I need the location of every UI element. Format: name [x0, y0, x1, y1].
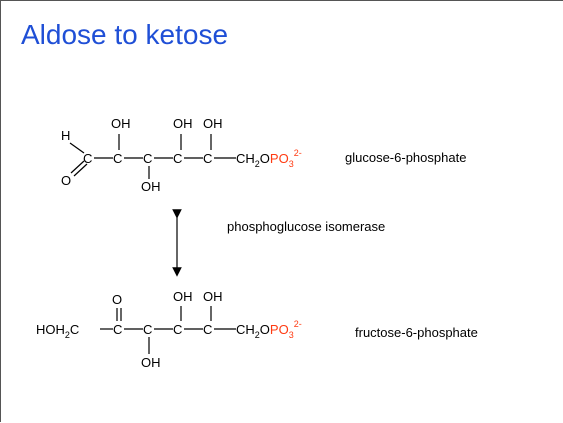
glucose-carbon-2: C [113, 151, 122, 166]
fructose-carbon-4: C [173, 322, 182, 337]
glucose-tail: CH2OPO32- [236, 148, 302, 169]
glucose-carbon-3: C [143, 151, 152, 166]
enzyme-label: phosphoglucose isomerase [227, 219, 385, 234]
co-double-bond-b [73, 163, 88, 177]
keto-oxygen: O [112, 292, 122, 307]
fructose-tail: CH2OPO32- [236, 319, 302, 340]
fructose-structure: HOH2C C O C C C OH OH OH CH2OPO32- [36, 289, 302, 370]
fructose-head: HOH2C [36, 322, 79, 340]
glucose-carbon-5: C [203, 151, 212, 166]
glucose-structure: H O C C C C C OH OH OH OH [61, 116, 302, 194]
aldehyde-oxygen: O [61, 173, 71, 188]
fructose-label: fructose-6-phosphate [355, 325, 478, 340]
glucose-carbon-4: C [173, 151, 182, 166]
fructose-carbon-3: C [143, 322, 152, 337]
fructose-oh-c4: OH [173, 289, 193, 304]
glucose-oh-c5: OH [203, 116, 223, 131]
fructose-carbon-2: C [113, 322, 122, 337]
glucose-oh-c3: OH [141, 179, 161, 194]
glucose-oh-c4: OH [173, 116, 193, 131]
fructose-oh-c3: OH [141, 355, 161, 370]
glucose-label: glucose-6-phosphate [345, 150, 466, 165]
ch-bond [69, 142, 85, 154]
glucose-carbon-1: C [83, 151, 92, 166]
aldehyde-hydrogen: H [61, 128, 70, 143]
fructose-carbon-5: C [203, 322, 212, 337]
glucose-oh-c2: OH [111, 116, 131, 131]
fructose-oh-c5: OH [203, 289, 223, 304]
co-double-bond-a [70, 160, 85, 174]
slide-title: Aldose to ketose [21, 19, 229, 50]
